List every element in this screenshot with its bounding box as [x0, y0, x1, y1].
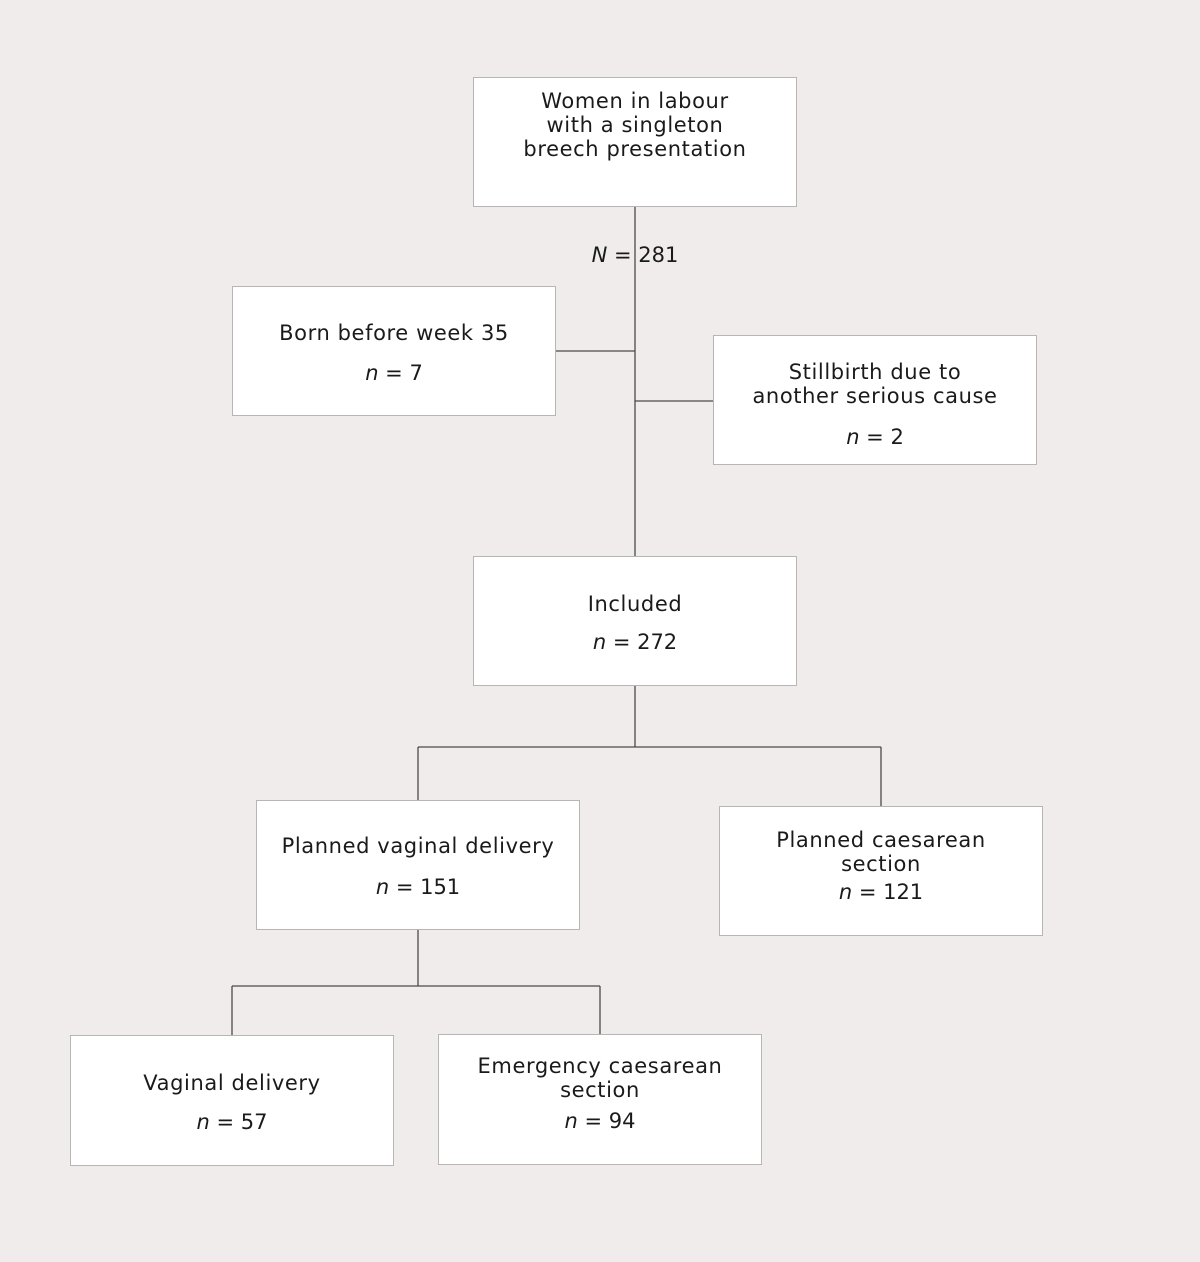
count-value: = 151 [389, 875, 461, 899]
count-symbol: n [846, 425, 860, 449]
count-value: = 57 [209, 1110, 268, 1134]
node-label: Vaginal delivery [143, 1071, 321, 1095]
count-symbol: n [592, 630, 607, 654]
node-count: n = 57 [71, 1110, 393, 1134]
node-count: n = 121 [720, 880, 1042, 904]
node-label: Included [587, 592, 683, 616]
count-value: = 94 [577, 1109, 636, 1133]
node-label: Stillbirth due to another serious cause [752, 360, 998, 408]
node-planned-caesarean-section: Planned caesarean section n = 121 [719, 806, 1043, 936]
node-vaginal-delivery: Vaginal delivery n = 57 [70, 1035, 394, 1166]
node-count: n = 94 [439, 1109, 761, 1133]
node-label: Women in labour with a singleton breech … [523, 89, 747, 161]
node-count: n = 272 [474, 630, 796, 654]
node-stillbirth: Stillbirth due to another serious cause … [713, 335, 1037, 465]
node-label: Planned vaginal delivery [281, 834, 555, 858]
node-label: Born before week 35 [279, 321, 509, 345]
count-symbol: n [838, 880, 853, 904]
node-included: Included n = 272 [473, 556, 797, 686]
node-count: n = 151 [257, 875, 579, 899]
count-symbol: N [591, 243, 608, 267]
node-count: N = 281 [474, 243, 796, 267]
count-symbol: n [564, 1109, 578, 1133]
count-value: = 281 [607, 243, 679, 267]
node-total-women: Women in labour with a singleton breech … [473, 77, 797, 267]
node-count: n = 7 [233, 361, 555, 385]
node-planned-vaginal-delivery: Planned vaginal delivery n = 151 [256, 800, 580, 930]
count-symbol: n [365, 361, 379, 385]
count-value: = 121 [852, 880, 924, 904]
node-emergency-caesarean-section: Emergency caesarean section n = 94 [438, 1034, 762, 1165]
count-value: = 272 [606, 630, 678, 654]
node-count: n = 2 [714, 425, 1036, 449]
count-symbol: n [196, 1110, 210, 1134]
node-label: Planned caesarean section [776, 828, 986, 876]
count-value: = 7 [378, 361, 423, 385]
node-label: Emergency caesarean section [477, 1054, 723, 1102]
count-symbol: n [375, 875, 390, 899]
node-born-before-week-35: Born before week 35 n = 7 [232, 286, 556, 416]
count-value: = 2 [859, 425, 904, 449]
